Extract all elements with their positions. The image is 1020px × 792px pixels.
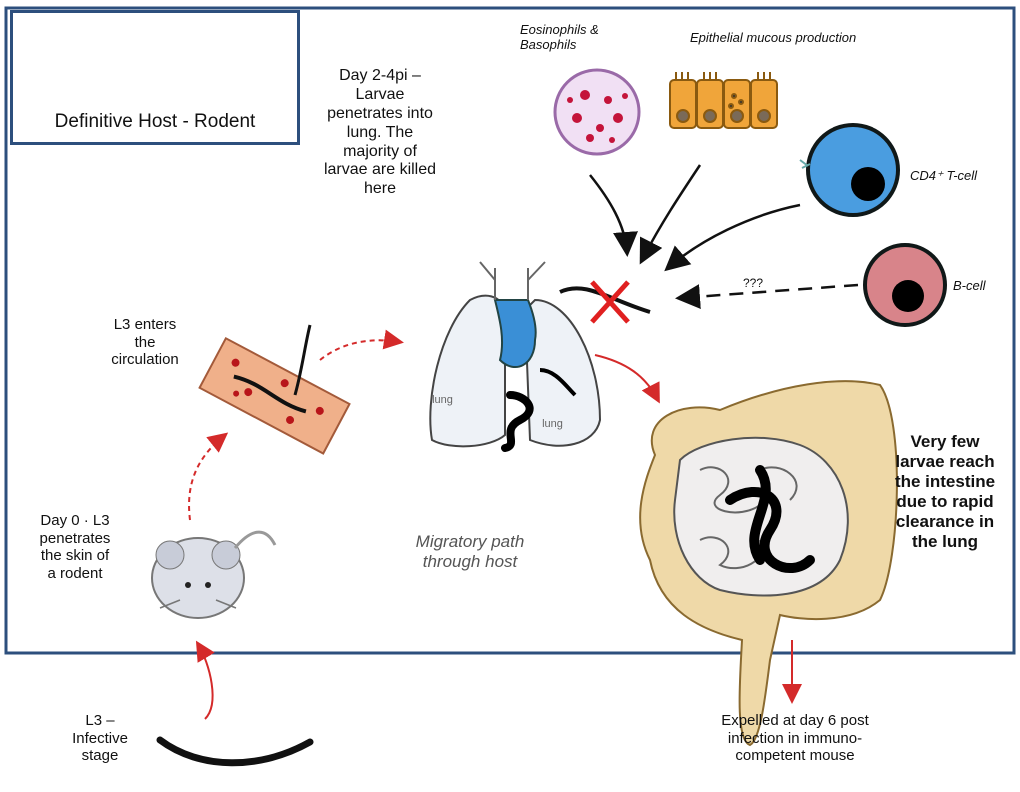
eosinophil-cell-icon	[555, 70, 639, 154]
expelled-note-text: Expelled at day 6 post infection in immu…	[660, 712, 930, 765]
epithelial-cells-icon	[670, 72, 777, 128]
infective-larva-icon	[160, 740, 310, 763]
killed-larva-cross-icon	[560, 282, 650, 322]
cd4-t-cell-icon	[800, 125, 898, 215]
lung-stage-text: Day 2-4pi – Larvae penetrates into lung.…	[300, 67, 460, 199]
intestine-drawing-icon	[640, 381, 897, 745]
unknown-mechanism-label: ???	[728, 276, 778, 290]
epithelial-label: Epithelial mucous production	[690, 30, 970, 45]
host-label: Definitive Host - Rodent	[13, 111, 297, 133]
skin-stage-text: Day 0 · L3 penetrates the skin of a rode…	[10, 512, 140, 583]
migratory-path-text: Migratory path through host	[350, 532, 590, 572]
infective-stage-text: L3 – Infective stage	[50, 712, 150, 765]
cd4-label: CD4⁺ T-cell	[910, 168, 1010, 183]
eosinophils-label: Eosinophils & Basophils	[520, 22, 660, 53]
lung-label-left: lung	[415, 394, 470, 407]
mouse-icon	[152, 532, 275, 618]
definitive-host-box: Definitive Host - Rodent	[10, 10, 300, 145]
lung-label-right: lung	[530, 418, 575, 431]
b-cell-icon	[865, 245, 945, 325]
intestine-note-text: Very few larvae reach the intestine due …	[880, 432, 1010, 552]
bcell-label: B-cell	[953, 278, 1013, 293]
circulation-stage-text: L3 enters the circulation	[90, 316, 200, 369]
